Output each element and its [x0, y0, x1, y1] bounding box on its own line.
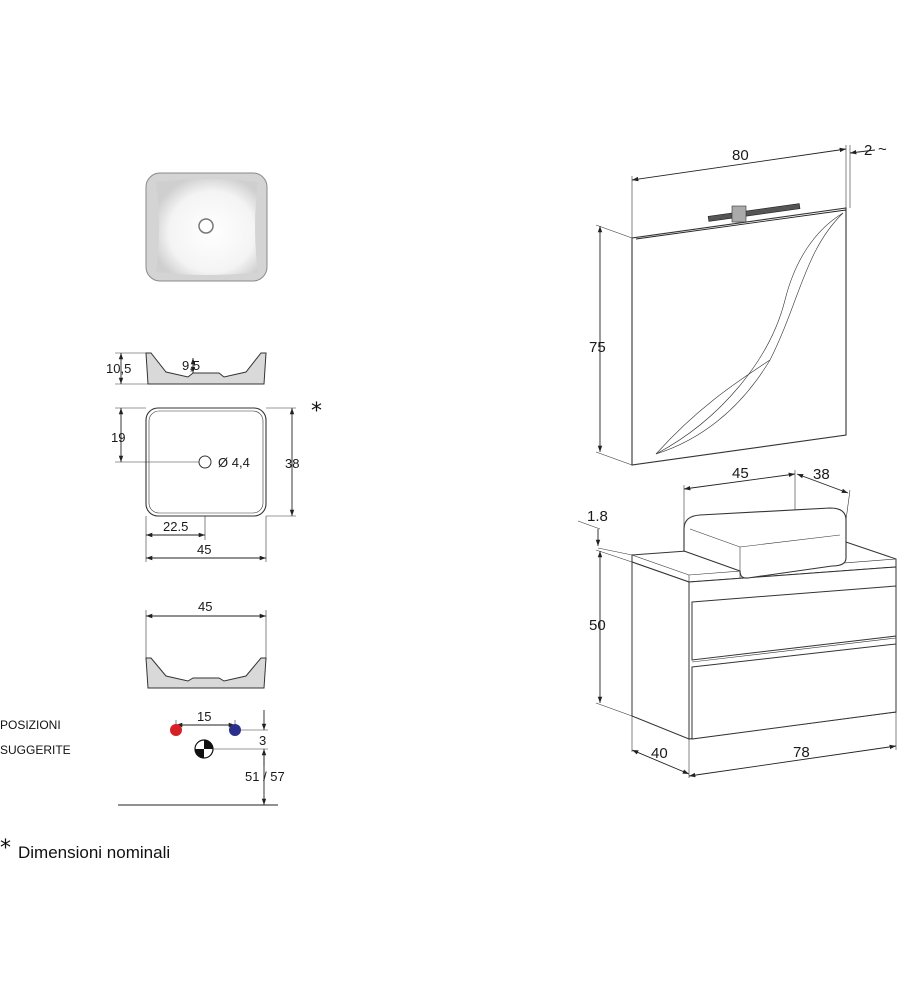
vanity-basin-width-label: 45	[732, 465, 749, 482]
countertop-basin	[683, 507, 847, 579]
hot-water-icon	[170, 724, 182, 736]
mirror-lamp	[707, 203, 801, 223]
positions-label-line1: POSIZIONI	[0, 718, 61, 732]
mirror-width-label: 80	[732, 147, 749, 164]
drawer-top	[691, 585, 897, 661]
footnote-asterisk: *	[0, 836, 11, 861]
basin-side-view: 45	[145, 599, 267, 689]
tap-spacing-label: 15	[197, 709, 211, 724]
mirror-gap-symbol: ~	[878, 141, 887, 158]
basin-depth-total-label: 38	[285, 456, 299, 471]
suggested-positions: POSIZIONI SUGGERITE 15 3 51 / 57	[0, 709, 285, 806]
cabinet-width-label: 78	[793, 744, 810, 761]
drain-height-label: 51 / 57	[245, 769, 285, 784]
basin-plan: Ø 4,4 19 38 * 22.5 45	[111, 399, 322, 562]
vanity-basin-depth-label: 38	[813, 466, 830, 483]
basin-side-height-label: 10,5	[106, 361, 131, 376]
vanity-unit: 45 38 1.8 50 40 78	[577, 465, 897, 778]
drain-offset-x-label: 22.5	[163, 519, 188, 534]
mirror-gap-label: 2	[864, 142, 872, 159]
mirror: 80 2 ~ 75	[589, 141, 887, 466]
basin-depth-label: 9,5	[182, 358, 200, 373]
cabinet-height-label: 50	[589, 617, 606, 634]
tap-offset-label: 3	[259, 733, 266, 748]
cabinet-depth-label: 40	[651, 745, 668, 762]
drain-diameter-label: Ø 4,4	[218, 455, 250, 470]
nominal-asterisk: *	[311, 399, 322, 424]
basin-side-width-label: 45	[198, 599, 212, 614]
positions-label-line2: SUGGERITE	[0, 743, 71, 757]
drain-hole-icon	[198, 455, 212, 469]
mirror-height-label: 75	[589, 339, 606, 356]
drain-position-icon	[194, 739, 214, 759]
basin-width-label: 45	[197, 542, 211, 557]
cold-water-icon	[229, 724, 241, 736]
drain-icon	[198, 218, 214, 234]
footnote-text: Dimensioni nominali	[18, 843, 170, 862]
top-thickness-label: 1.8	[587, 508, 608, 525]
footnote: * Dimensioni nominali	[0, 836, 170, 862]
basin-section: 10,5 9,5	[106, 352, 267, 385]
drain-offset-y-label: 19	[111, 430, 125, 445]
basin-top-render	[145, 172, 268, 282]
